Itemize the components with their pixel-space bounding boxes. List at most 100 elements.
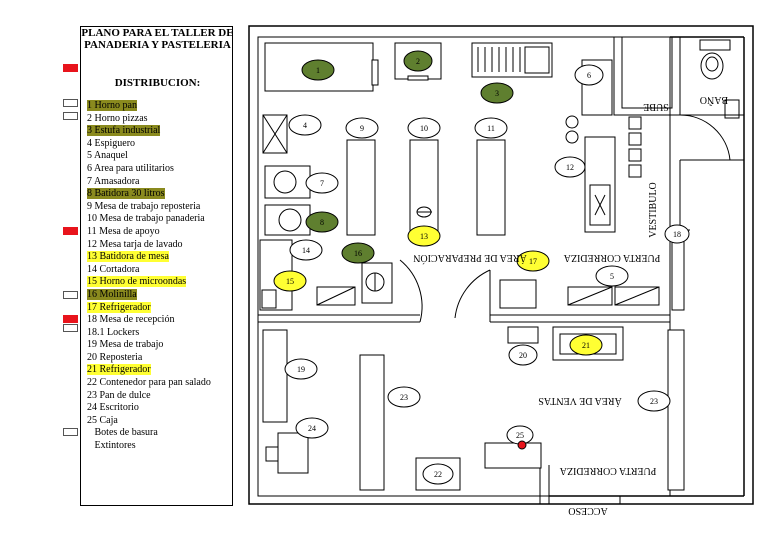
svg-text:21: 21 bbox=[582, 341, 590, 350]
marker-12: 12 bbox=[554, 156, 586, 178]
marker-13: 13 bbox=[407, 225, 441, 247]
svg-text:19: 19 bbox=[297, 365, 305, 374]
legend-item-text: 19 Mesa de trabajo bbox=[87, 339, 164, 351]
legend-item: 2 Horno pizzas bbox=[87, 113, 211, 126]
marker-7: 7 bbox=[305, 172, 339, 194]
legend-item-text: 10 Mesa de trabajo panaderia bbox=[87, 213, 205, 225]
legend-item-text: 16 Molinilla bbox=[87, 288, 137, 300]
marker-4: 4 bbox=[288, 114, 322, 136]
legend-item: 23 Pan de dulce bbox=[87, 390, 211, 403]
legend-item-text: 15 Horno de microondas bbox=[87, 276, 187, 288]
margin-marker-red bbox=[63, 227, 78, 235]
legend-item-text: 12 Mesa tarja de lavado bbox=[87, 238, 183, 250]
marker-9: 9 bbox=[345, 117, 379, 139]
marker-3: 3 bbox=[480, 82, 514, 104]
legend-item-text: 20 Reposteria bbox=[87, 351, 143, 363]
legend-item-text: 17 Refrigerador bbox=[87, 301, 151, 313]
legend-item-text: 18.1 Lockers bbox=[87, 326, 140, 338]
marker-20: 20 bbox=[508, 344, 538, 366]
label-puerta-corrediza-bottom: PUERTA CORREDIZA bbox=[559, 465, 656, 476]
legend-item: 22 Contenedor para pan salado bbox=[87, 377, 211, 390]
svg-text:9: 9 bbox=[360, 124, 364, 133]
plan-title: PLANO PARA EL TALLER DE PANADERIA Y PAST… bbox=[81, 27, 234, 51]
legend-item: 25 Caja bbox=[87, 415, 211, 428]
legend-item: 10 Mesa de trabajo panaderia bbox=[87, 213, 211, 226]
svg-text:8: 8 bbox=[320, 218, 324, 227]
legend-item: 18 Mesa de recepción bbox=[87, 314, 211, 327]
legend-item: 9 Mesa de trabajo reposteria bbox=[87, 201, 211, 214]
svg-text:24: 24 bbox=[308, 424, 316, 433]
marker-24: 24 bbox=[295, 417, 329, 439]
svg-text:10: 10 bbox=[420, 124, 428, 133]
legend-subtitle: DISTRIBUCION: bbox=[114, 77, 201, 89]
margin-marker-blank bbox=[63, 112, 78, 120]
legend-item-text: Extintores bbox=[87, 440, 136, 452]
svg-text:15: 15 bbox=[286, 277, 294, 286]
legend-item: 17 Refrigerador bbox=[87, 301, 211, 315]
legend-item-text: 9 Mesa de trabajo reposteria bbox=[87, 200, 201, 212]
room-labels: SUBE BAÑO VESTIBULO ÁREA DE PREPARACIÓN … bbox=[413, 94, 728, 516]
legend-item: 11 Mesa de apoyo bbox=[87, 226, 211, 239]
svg-text:6: 6 bbox=[587, 71, 591, 80]
legend-item: 12 Mesa tarja de lavado bbox=[87, 239, 211, 252]
marker-22: 22 bbox=[422, 463, 454, 485]
margin-marker-red bbox=[63, 315, 78, 323]
legend-item: 21 Refrigerador bbox=[87, 364, 211, 377]
legend-item-text: 2 Horno pizzas bbox=[87, 112, 148, 124]
margin-marker-blank bbox=[63, 99, 78, 107]
svg-text:23: 23 bbox=[650, 397, 658, 406]
margin-marker-blank bbox=[63, 428, 78, 436]
label-vestibulo: VESTIBULO bbox=[648, 182, 659, 238]
svg-text:13: 13 bbox=[420, 232, 428, 241]
extintor-icon bbox=[517, 440, 527, 450]
legend-item-text: 22 Contenedor para pan salado bbox=[87, 377, 211, 389]
legend-item: Extintores bbox=[87, 440, 211, 453]
legend-item-text: 3 Estufa industrial bbox=[87, 125, 161, 137]
svg-text:2: 2 bbox=[416, 57, 420, 66]
margin-marker-blank bbox=[63, 324, 78, 332]
svg-text:4: 4 bbox=[303, 121, 307, 130]
marker-5: 5 bbox=[595, 265, 629, 287]
legend-item: 20 Reposteria bbox=[87, 352, 211, 365]
legend-item: 15 Horno de microondas bbox=[87, 276, 211, 289]
label-area-ventas: ÁREA DE VENTAS bbox=[538, 395, 621, 407]
svg-text:14: 14 bbox=[302, 246, 310, 255]
legend-item: 14 Cortadora bbox=[87, 264, 211, 277]
legend-item-text: 14 Cortadora bbox=[87, 263, 140, 275]
label-sube: SUBE bbox=[643, 101, 669, 112]
label-bano: BAÑO bbox=[700, 94, 728, 106]
svg-text:22: 22 bbox=[434, 470, 442, 479]
equipment bbox=[259, 42, 685, 491]
marker-23: 23 bbox=[387, 386, 421, 408]
svg-text:20: 20 bbox=[519, 351, 527, 360]
svg-text:7: 7 bbox=[320, 179, 324, 188]
marker-8: 8 bbox=[305, 211, 339, 233]
marker-11: 11 bbox=[474, 117, 508, 139]
margin-marker-red bbox=[63, 64, 78, 72]
svg-text:23: 23 bbox=[400, 393, 408, 402]
marker-10: 10 bbox=[407, 117, 441, 139]
svg-text:1: 1 bbox=[316, 66, 320, 75]
legend-item-text: 4 Espiguero bbox=[87, 137, 136, 149]
marker-19: 19 bbox=[284, 358, 318, 380]
legend-item: 13 Batidora de mesa bbox=[87, 251, 211, 264]
legend-item-text: 6 Area para utilitarios bbox=[87, 162, 174, 174]
legend-item-text: 1 Horno pan bbox=[87, 100, 137, 111]
legend-item: 8 Batidora 30 litros bbox=[87, 188, 211, 201]
legend-item: 3 Estufa industrial bbox=[87, 125, 211, 138]
marker-1: 1 bbox=[301, 59, 335, 81]
label-area-preparacion: ÁREA DE PREPARACIÓN bbox=[413, 252, 527, 264]
legend-item-text: Botes de basura bbox=[87, 427, 158, 439]
legend-item: 24 Escritorio bbox=[87, 402, 211, 415]
legend-item: 1 Horno pan bbox=[87, 100, 211, 113]
legend-item: 7 Amasadora bbox=[87, 176, 211, 189]
marker-23b: 23 bbox=[637, 390, 671, 412]
legend-item-text: 13 Batidora de mesa bbox=[87, 251, 169, 263]
legend-item: 5 Anaquel bbox=[87, 150, 211, 163]
marker-15: 15 bbox=[273, 270, 307, 292]
margin-marker-blank bbox=[63, 291, 78, 299]
svg-text:12: 12 bbox=[566, 163, 574, 172]
legend-item-text: 11 Mesa de apoyo bbox=[87, 225, 160, 237]
